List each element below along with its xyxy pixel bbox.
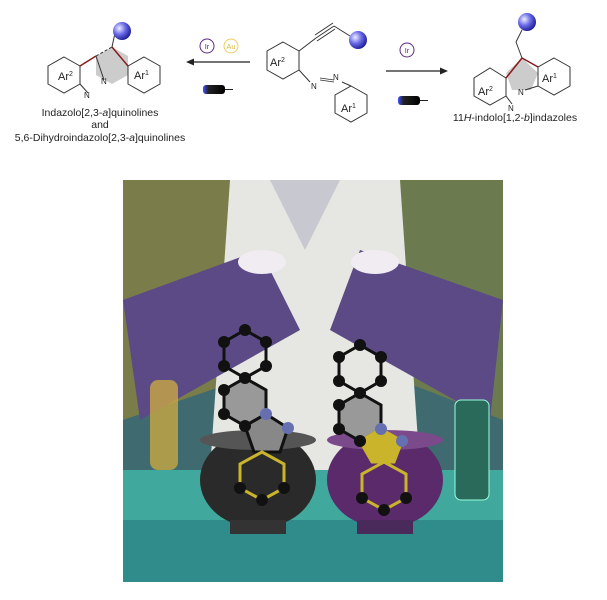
reactant-structure xyxy=(266,22,368,123)
n-atom-label: N xyxy=(84,91,90,100)
ar2-label: Ar2 xyxy=(478,86,493,98)
ar1-label: Ar1 xyxy=(341,103,356,115)
ir-catalyst-badge: Ir xyxy=(199,38,215,54)
right-product-structure xyxy=(473,29,571,106)
left-product-name-2: 5,6-Dihydroindazolo[2,3-a]quinolines xyxy=(15,132,185,144)
substituent-sphere-icon xyxy=(349,31,367,49)
chemist-illustration xyxy=(123,180,503,582)
n-atom-label: N xyxy=(333,73,339,82)
substituent-sphere-icon xyxy=(113,22,131,40)
right-product-name: 11H-indolo[1,2-b]indazoles xyxy=(453,112,577,124)
left-product-structure xyxy=(47,32,161,94)
ar2-label: Ar2 xyxy=(58,71,73,83)
left-product-and: and xyxy=(91,119,109,131)
svg-text:Au: Au xyxy=(226,42,235,51)
svg-text:Ir: Ir xyxy=(205,42,210,51)
left-product-name: Indazolo[2,3-a]quinolines xyxy=(42,107,159,119)
substituent-sphere-icon xyxy=(518,13,536,31)
n-atom-label: N xyxy=(518,88,524,97)
au-catalyst-badge: Au xyxy=(223,38,239,54)
blue-led-icon xyxy=(203,85,233,94)
n-atom-label: N xyxy=(101,77,107,86)
ar2-label: Ar2 xyxy=(270,57,285,69)
ar1-label: Ar1 xyxy=(134,70,149,82)
blue-led-icon xyxy=(398,96,428,105)
n-atom-label: N xyxy=(311,82,317,91)
molecule-left xyxy=(218,324,294,506)
n-atom-label: N xyxy=(508,104,514,113)
ir-catalyst-badge: Ir xyxy=(399,42,415,58)
ar1-label: Ar1 xyxy=(542,73,557,85)
molecule-right xyxy=(333,339,412,516)
svg-text:Ir: Ir xyxy=(405,46,410,55)
